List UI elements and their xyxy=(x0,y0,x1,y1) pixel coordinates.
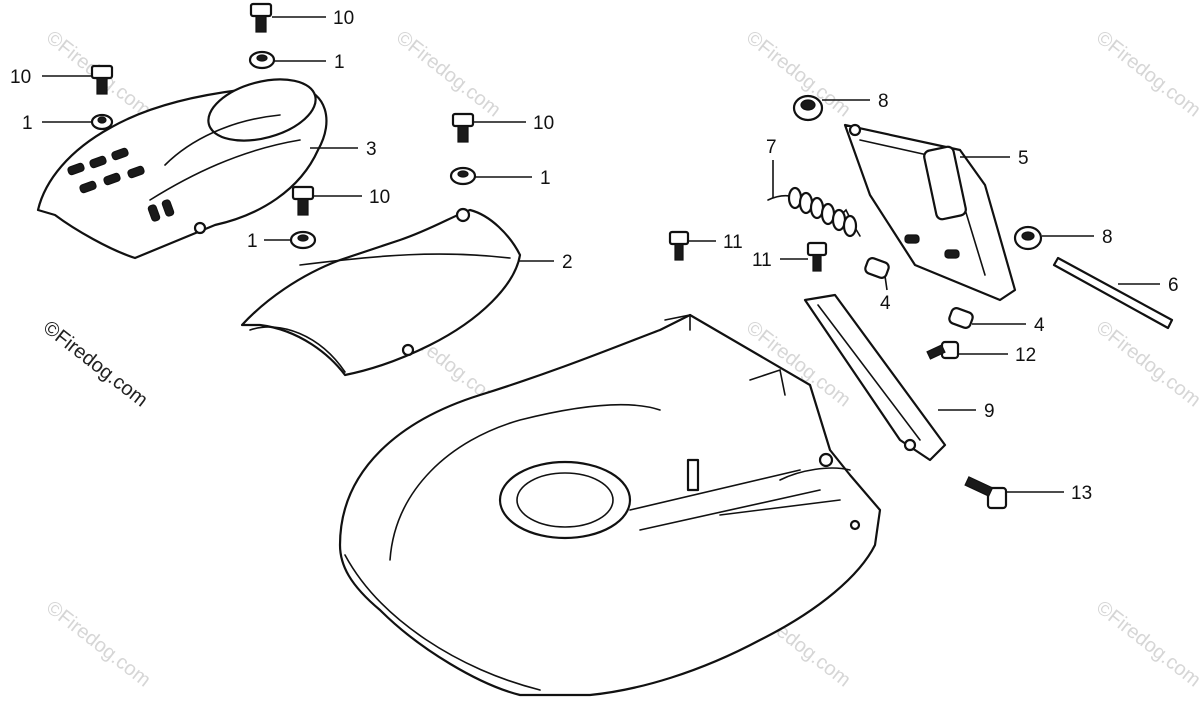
copyright-label: ©Firedog.com xyxy=(39,317,152,412)
watermark-text: ©Firedog.com xyxy=(1092,317,1200,412)
callout-number: 6 xyxy=(1168,275,1179,296)
mower-deck xyxy=(338,313,882,697)
part-12-bolt xyxy=(926,340,960,360)
part-8-bushing-right xyxy=(1013,225,1043,251)
part-3-top-cover xyxy=(36,78,328,260)
part-5-lever-bracket xyxy=(843,123,1017,302)
callout-number: 8 xyxy=(878,91,889,112)
callout-number: 11 xyxy=(723,232,743,253)
callout-number: 7 xyxy=(766,137,777,158)
part-1-washer xyxy=(248,50,276,70)
watermark-text: ©Firedog.com xyxy=(1092,597,1200,692)
part-1-washer xyxy=(449,166,477,186)
part-10-bolt xyxy=(90,64,114,95)
part-9-flap xyxy=(803,293,947,462)
part-6-rod xyxy=(1052,256,1174,330)
part-10-bolt xyxy=(291,185,315,216)
callout-number: 4 xyxy=(1034,315,1045,336)
callout-number: 12 xyxy=(1015,345,1036,366)
callout-number: 9 xyxy=(984,401,995,422)
callout-number: 1 xyxy=(247,231,258,252)
part-10-bolt xyxy=(249,2,273,33)
callout-number: 1 xyxy=(540,168,551,189)
callout-number: 4 xyxy=(880,293,891,314)
part-11-bolt xyxy=(668,230,690,261)
part-10-bolt xyxy=(451,112,475,143)
watermark-text: ©Firedog.com xyxy=(392,27,505,122)
callout-labels: 10 1 10 1 3 10 1 10 1 2 8 7 5 8 11 11 4 … xyxy=(10,8,1179,504)
part-11-bolt xyxy=(806,241,828,272)
callout-number: 3 xyxy=(366,139,377,160)
callout-number: 5 xyxy=(1018,148,1029,169)
callout-number: 10 xyxy=(333,8,354,29)
part-4-pad-left xyxy=(864,257,890,279)
part-1-washer xyxy=(289,230,317,250)
callout-number: 2 xyxy=(562,252,573,273)
leader-lines xyxy=(42,16,1160,493)
callout-number: 13 xyxy=(1071,483,1092,504)
watermark-text: ©Firedog.com xyxy=(1092,27,1200,122)
callout-number: 10 xyxy=(10,67,31,88)
callout-number: 10 xyxy=(369,187,390,208)
part-8-bushing-upper xyxy=(792,94,824,122)
part-4-pad-right xyxy=(948,307,974,329)
callout-number: 8 xyxy=(1102,227,1113,248)
part-7-spring xyxy=(767,186,861,238)
part-13-bolt xyxy=(964,476,1008,510)
part-2-belt-cover xyxy=(240,207,522,377)
watermark-text: ©Firedog.com xyxy=(42,597,155,692)
callout-number: 1 xyxy=(334,52,345,73)
part-1-washer xyxy=(90,113,114,131)
callout-number: 11 xyxy=(752,250,772,271)
callout-number: 1 xyxy=(22,113,33,134)
callout-number: 10 xyxy=(533,113,554,134)
